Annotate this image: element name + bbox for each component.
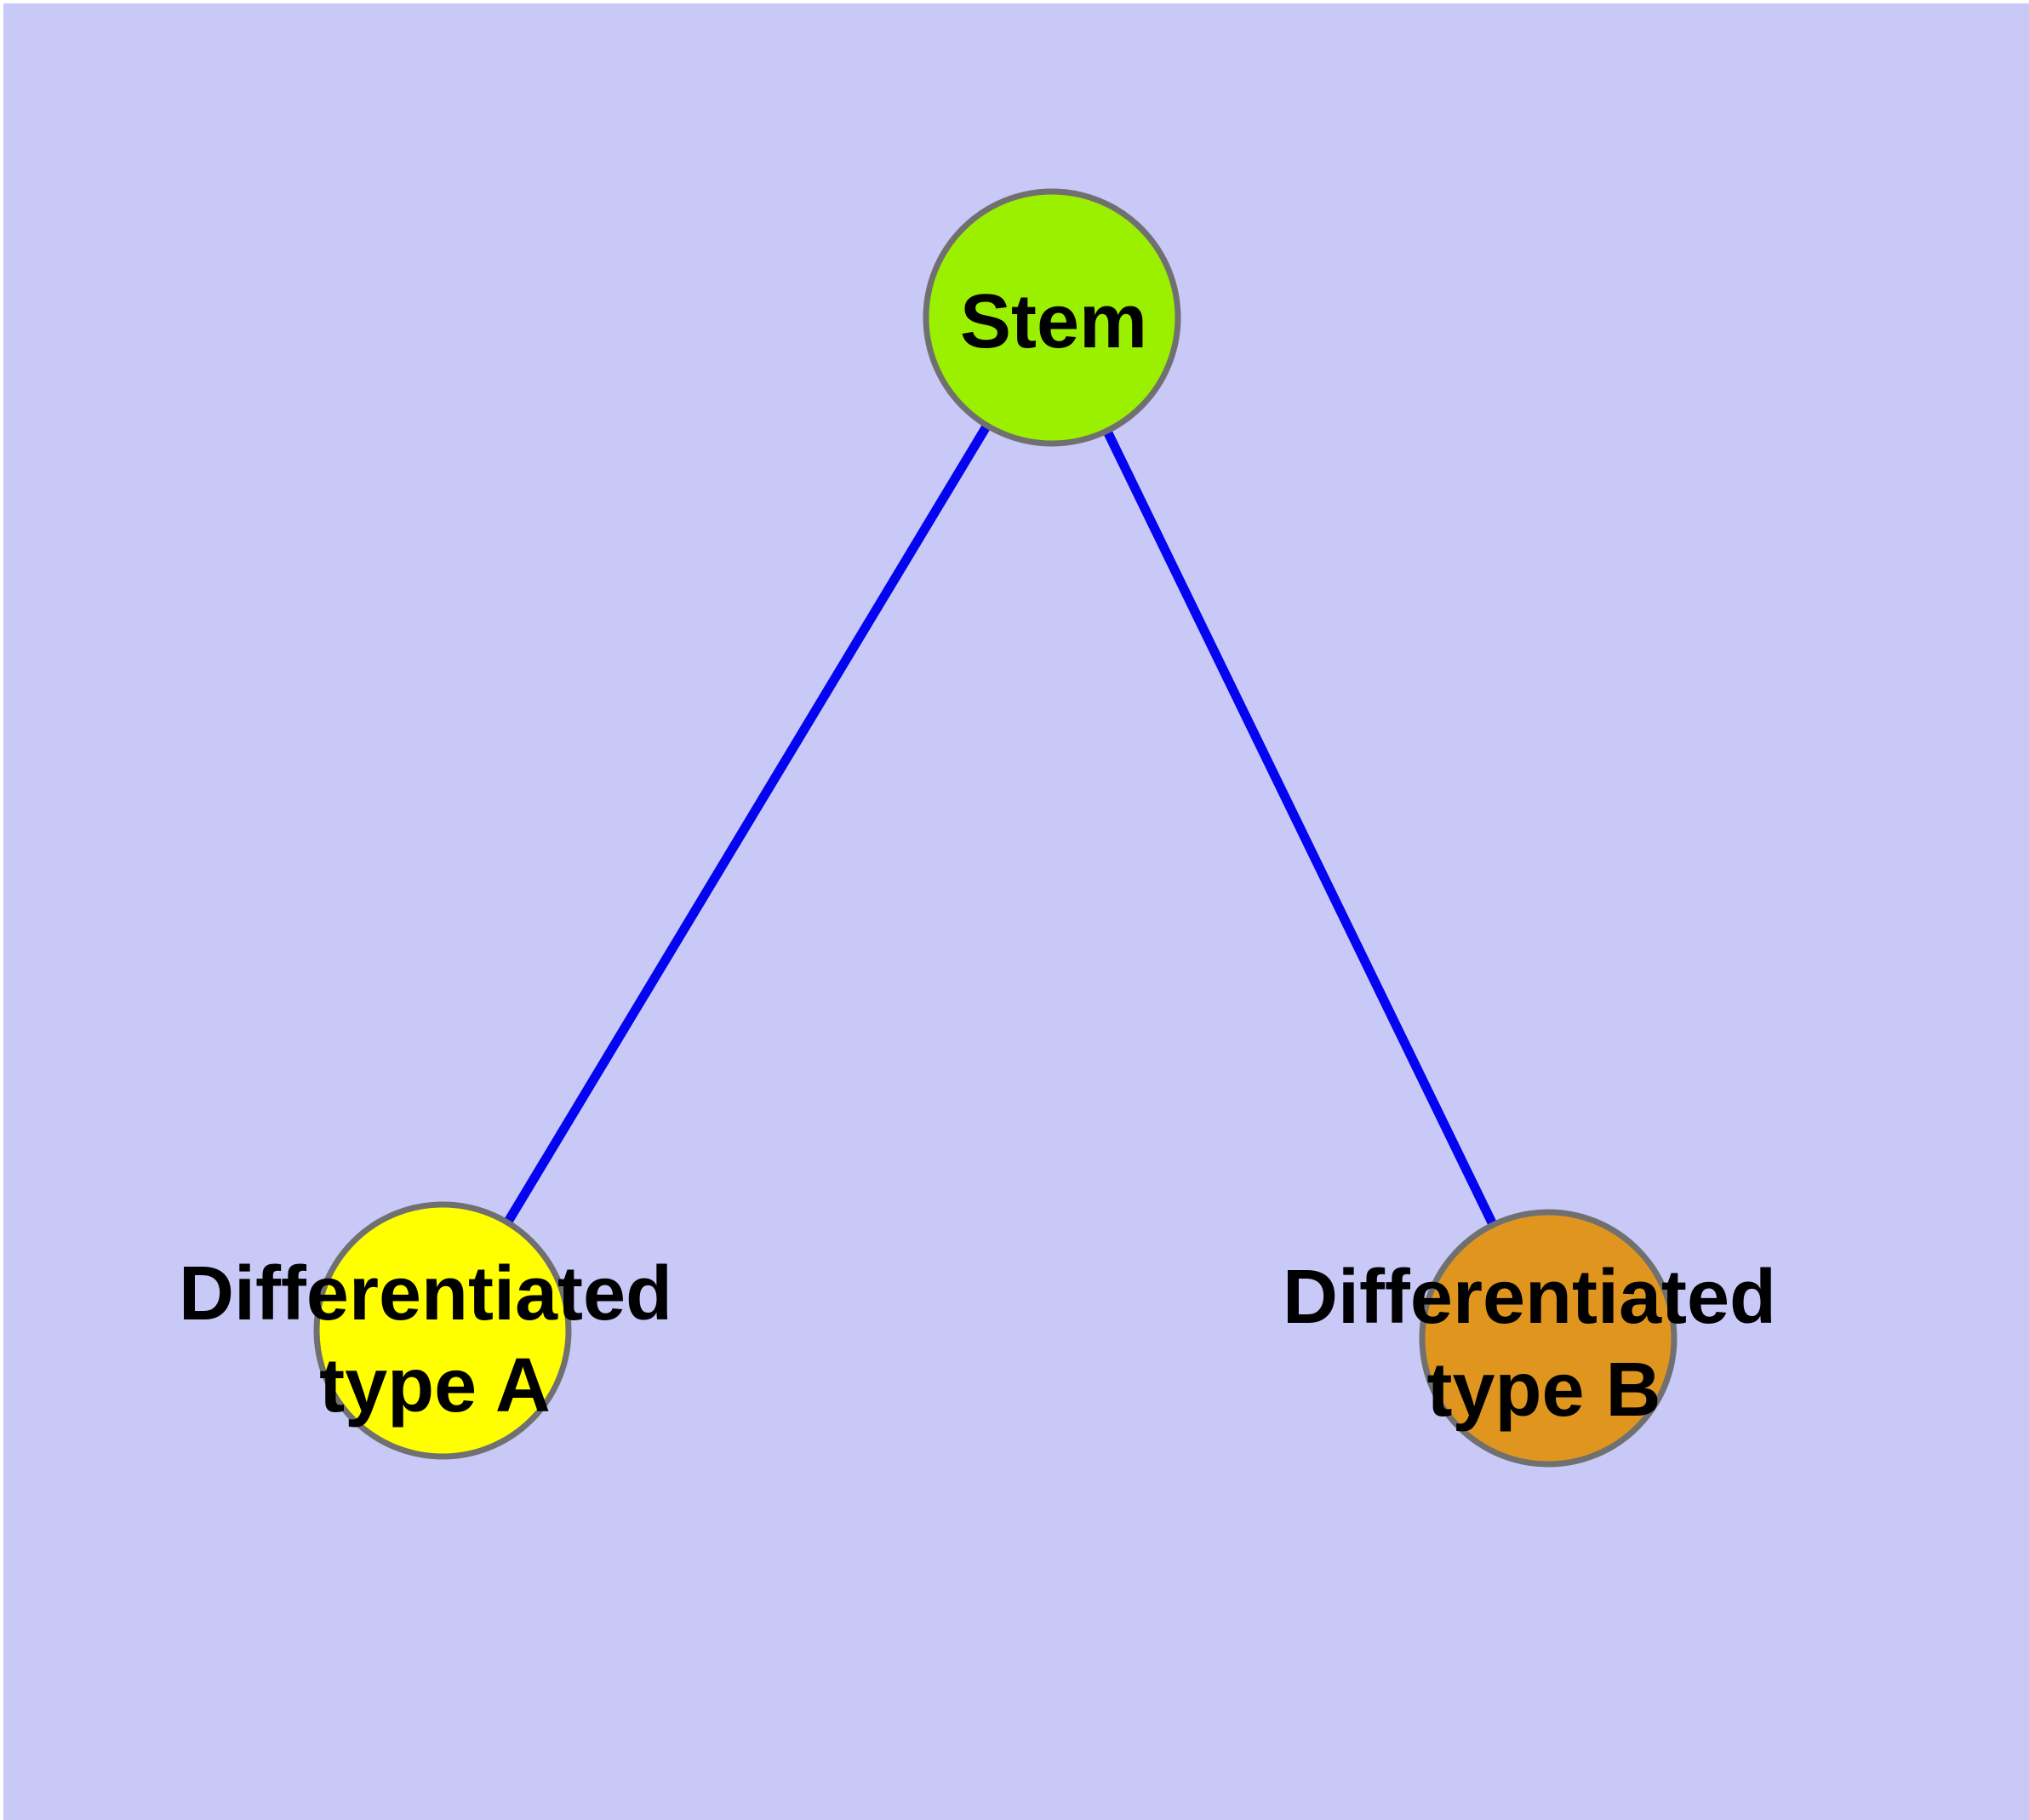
node-differentiated-type-b: Differentiated type B <box>1283 1209 1776 1468</box>
node-stem: Stem <box>923 188 1181 447</box>
stem-node-circle <box>923 188 1181 447</box>
edge-stem-to-type-b <box>1048 315 1552 1341</box>
stem-node-label: Stem <box>960 279 1147 364</box>
type-a-node-label-line1: Differentiated <box>179 1251 672 1336</box>
type-a-node-circle <box>313 1201 572 1460</box>
type-b-node-label-line1: Differentiated <box>1283 1255 1776 1340</box>
type-b-node-circle <box>1419 1209 1677 1468</box>
type-a-node-label-line2: type A <box>319 1343 551 1428</box>
edge-stem-to-type-a <box>438 315 1056 1333</box>
node-differentiated-type-a: Differentiated type A <box>179 1201 672 1460</box>
type-b-node-label-line2: type B <box>1426 1348 1660 1433</box>
edges <box>438 315 1552 1341</box>
